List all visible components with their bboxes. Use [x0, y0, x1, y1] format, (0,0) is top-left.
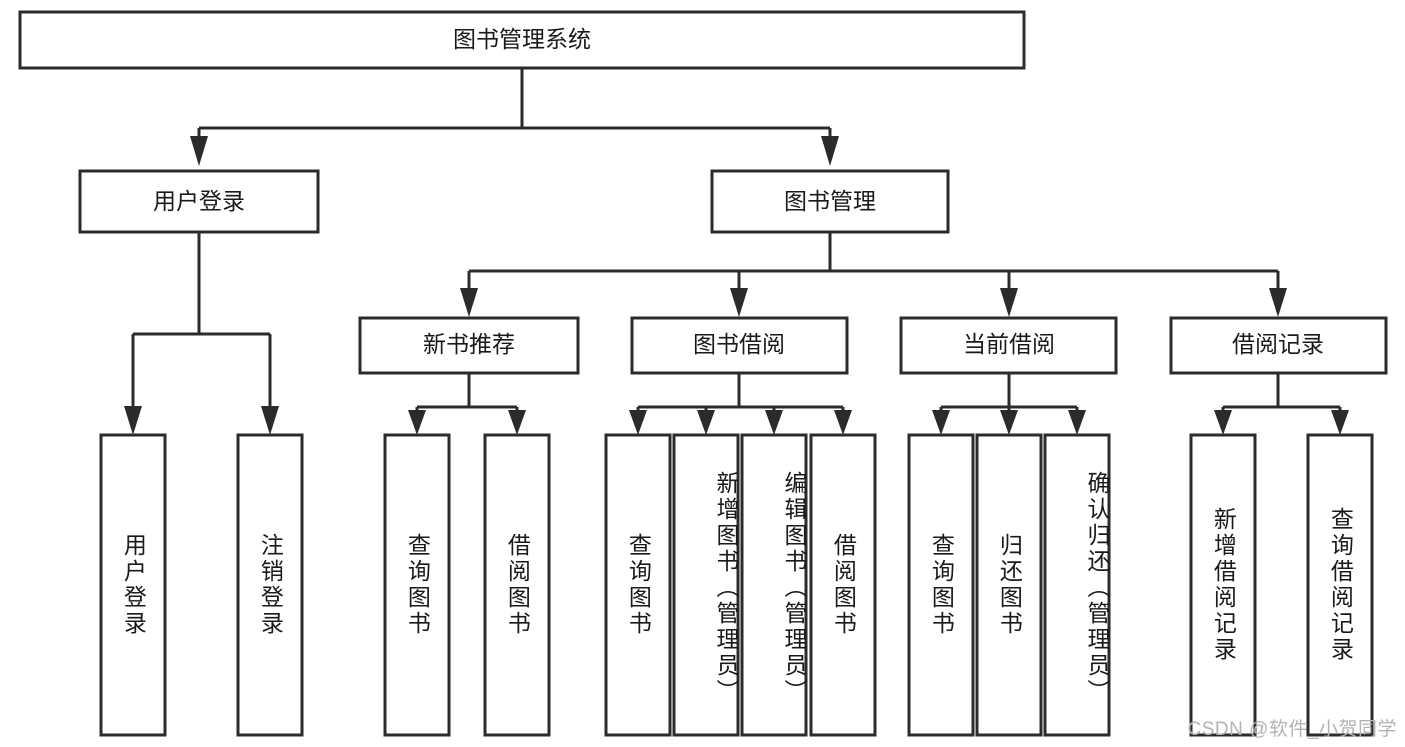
- leaf-box-current-3[interactable]: [1043, 433, 1111, 737]
- arrowhead-borrow-leaf-2: [697, 410, 715, 435]
- arrowhead-current-leaf-3: [1068, 410, 1086, 435]
- leaf-box-user-login-2[interactable]: [236, 433, 304, 737]
- node-book-borrow-box[interactable]: [630, 316, 849, 375]
- leaf-box-recommend-2[interactable]: [483, 433, 551, 737]
- arrowhead-record-leaf-1: [1214, 410, 1232, 435]
- arrowhead-book-manage-to-borrow: [730, 288, 748, 317]
- arrowhead-book-manage-to-record: [1269, 288, 1287, 317]
- node-new-book-recommend-label: 新书推荐: [423, 331, 515, 357]
- arrowhead-user-login-leaf-2: [261, 406, 279, 435]
- node-borrow-record-label: 借阅记录: [1232, 331, 1324, 357]
- node-book-borrow-label: 图书借阅: [693, 331, 785, 357]
- leaf-box-borrow-1[interactable]: [604, 433, 672, 737]
- node-root-box[interactable]: [18, 10, 1026, 70]
- leaf-box-user-login-1[interactable]: [99, 433, 167, 737]
- leaf-box-record-2[interactable]: [1306, 433, 1374, 737]
- leaf-box-borrow-2[interactable]: [672, 433, 740, 737]
- arrowhead-borrow-leaf-4: [834, 410, 852, 435]
- arrowhead-current-leaf-2: [1000, 410, 1018, 435]
- arrowhead-recommend-leaf-2: [508, 410, 526, 435]
- node-user-login-label: 用户登录: [153, 188, 245, 214]
- arrowhead-book-manage-to-current: [1000, 288, 1018, 317]
- node-root-label: 图书管理系统: [453, 26, 591, 52]
- arrowhead-book-manage-to-recommend: [460, 288, 478, 317]
- leaf-box-borrow-3[interactable]: [740, 433, 808, 737]
- node-book-manage-label: 图书管理: [784, 188, 876, 214]
- arrowhead-current-leaf-1: [932, 410, 950, 435]
- arrowhead-record-leaf-2: [1331, 410, 1349, 435]
- leaf-box-borrow-4[interactable]: [809, 433, 877, 737]
- watermark-text: CSDN @软件_小贺同学: [1187, 719, 1397, 740]
- arrowhead-borrow-leaf-3: [765, 410, 783, 435]
- leaf-box-current-2[interactable]: [975, 433, 1043, 737]
- node-current-borrow-label: 当前借阅: [963, 331, 1055, 357]
- leaf-box-record-1[interactable]: [1189, 433, 1257, 737]
- node-book-manage-box[interactable]: [710, 169, 950, 234]
- node-current-borrow-box[interactable]: [899, 316, 1118, 375]
- arrowhead-user-login-leaf-1: [124, 406, 142, 435]
- leaf-box-current-1[interactable]: [907, 433, 975, 737]
- leaf-box-recommend-1[interactable]: [383, 433, 451, 737]
- arrowhead-root-to-book-manage: [821, 136, 839, 166]
- node-new-book-recommend-box[interactable]: [358, 316, 580, 375]
- node-borrow-record-box[interactable]: [1169, 316, 1388, 375]
- arrowhead-borrow-leaf-1: [629, 410, 647, 435]
- arrowhead-recommend-leaf-1: [408, 410, 426, 435]
- arrowhead-root-to-user-login: [190, 136, 208, 166]
